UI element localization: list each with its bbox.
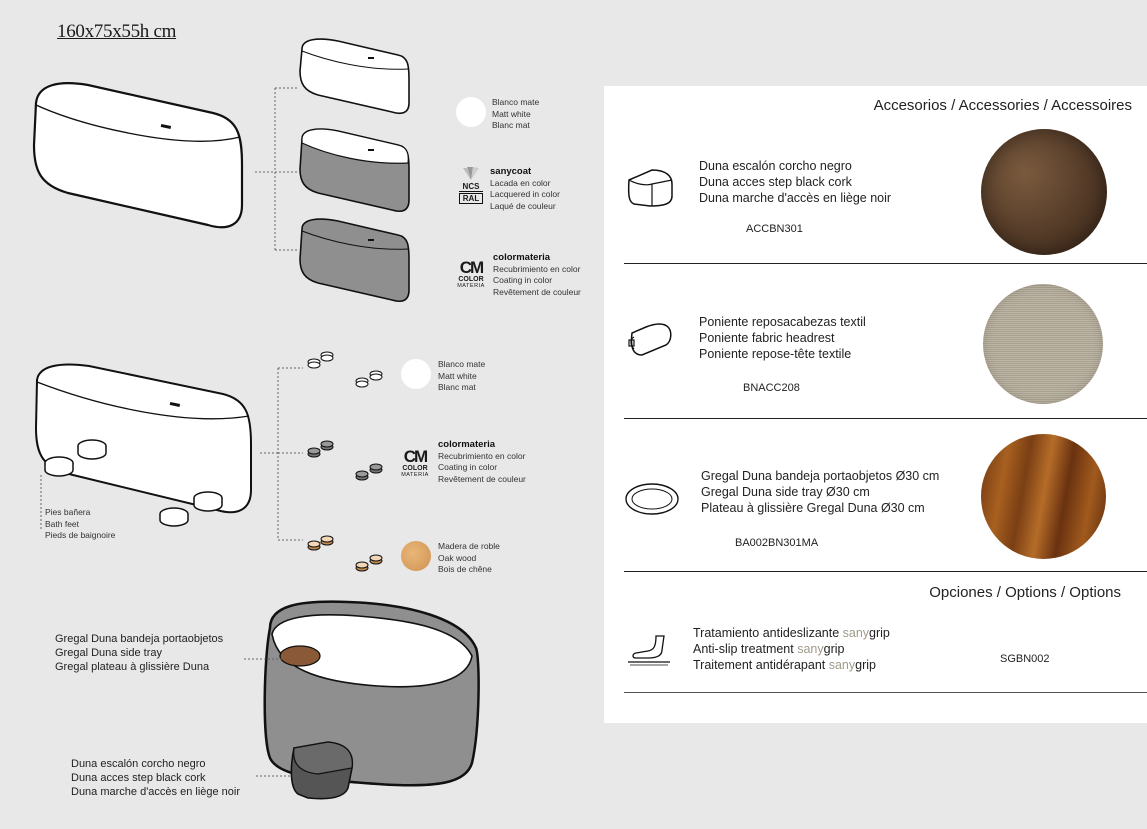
options-title: Opciones / Options / Options: [929, 584, 1121, 601]
foot-icon: [628, 635, 670, 666]
wood-swatch: [981, 434, 1106, 559]
step-icon: [627, 169, 673, 207]
feet-white-thumb: [307, 351, 383, 388]
tray-icon: [625, 483, 679, 515]
feet-colormateria-thumb: [307, 440, 383, 481]
accessories-title: Accesorios / Accessories / Accessoires: [873, 97, 1132, 114]
option-antislip-code: SGBN002: [1000, 653, 1050, 665]
feet-oak-thumb: [307, 535, 383, 572]
connector-lines: [255, 87, 298, 251]
tub-white-thumb: [299, 38, 410, 115]
tub-sanycoat-thumb: [299, 128, 410, 213]
feet-matt-white-swatch: [401, 359, 431, 389]
cork-swatch: [981, 129, 1107, 255]
tray-connector-line: [244, 658, 282, 660]
step-connector-line: [256, 775, 292, 777]
accessory-divider-3: [624, 571, 1147, 572]
oak-swatch: [401, 541, 431, 571]
accessories-panel: Accesorios / Accessories / Accessoires D…: [604, 86, 1147, 723]
sanycoat-logo: NCS RAL: [459, 166, 483, 204]
dimensions-title: 160x75x55h cm: [57, 21, 177, 42]
accessory-headrest-code: BNACC208: [743, 382, 800, 394]
colormateria-logo: CM COLOR MATERIA: [457, 258, 485, 289]
accessory-divider-2: [624, 418, 1147, 419]
headrest-icon: [628, 323, 672, 356]
accessory-divider-1: [624, 263, 1147, 264]
option-antislip-text: Tratamiento antideslizante sanygrip Anti…: [693, 626, 890, 672]
feet-colormateria-logo: CM COLOR MATERIA: [401, 447, 429, 478]
accessory-tray-code: BA002BN301MA: [735, 537, 819, 549]
options-divider: [624, 692, 1147, 693]
tub-with-feet-drawing: [34, 363, 252, 527]
tub-drawing: [32, 82, 244, 229]
accessory-step-code: ACCBN301: [746, 223, 803, 235]
matt-white-swatch: [456, 97, 486, 127]
tub-colormateria-thumb: [299, 218, 410, 303]
feet-connector-lines: [260, 367, 303, 541]
fabric-swatch: [983, 284, 1103, 404]
tub-accessories-drawing: [263, 600, 480, 800]
feet-connector-line: [40, 475, 42, 530]
